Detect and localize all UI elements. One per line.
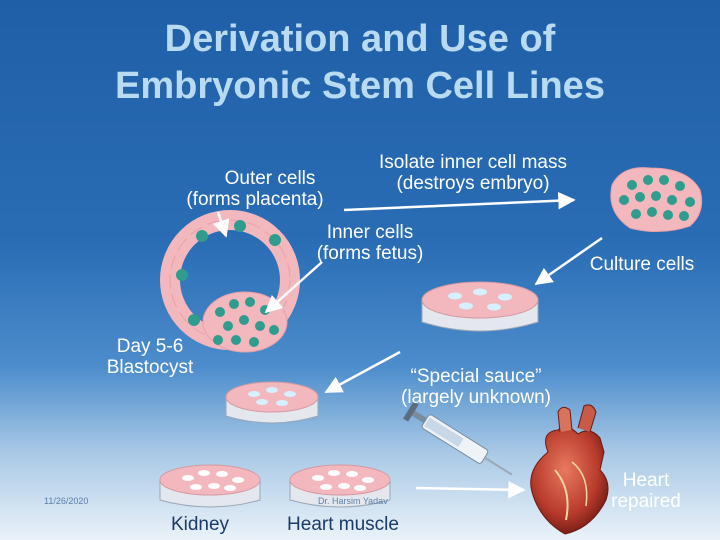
culture-dish-left — [225, 381, 319, 424]
culture-cells-text: Culture cells — [589, 254, 695, 275]
page-title: Derivation and Use of Embryonic Stem Cel… — [0, 16, 720, 110]
kidney-label: Kidney — [152, 514, 248, 535]
kidney-text: Kidney — [170, 514, 230, 535]
heart-repaired-label: Heart repaired — [596, 470, 696, 512]
outer-cells-label: Outer cells (forms placenta) — [160, 168, 350, 210]
outer-cells-text: Outer cells — [224, 168, 316, 189]
arrow-to-inner-mass — [343, 191, 576, 212]
blastocyst-label: Day 5-6 Blastocyst — [86, 336, 214, 378]
arrow-to-left-dish — [324, 350, 401, 394]
culture-dish-middle — [421, 281, 539, 332]
arrow-to-heart — [415, 480, 526, 499]
title-line-2: Embryonic Stem Cell Lines — [115, 65, 605, 107]
isolate-label: Isolate inner cell mass (destroys embryo… — [348, 152, 598, 194]
heart-icon — [530, 404, 609, 535]
inner-cell-mass — [202, 291, 288, 353]
heart-muscle-label: Heart muscle — [266, 514, 420, 535]
blastocyst-day-text: Day 5-6 — [116, 336, 184, 357]
special-sauce-text: “Special sauce” — [410, 366, 542, 387]
inner-cells-text: Inner cells — [326, 222, 414, 243]
culture-cells-label: Culture cells — [572, 254, 712, 275]
isolate-sub: (destroys embryo) — [396, 173, 550, 194]
arrow-outer-cells — [212, 211, 230, 238]
title-line-1: Derivation and Use of — [164, 18, 556, 60]
inner-cells-label: Inner cells (forms fetus) — [296, 222, 444, 264]
arrow-inner-cells — [264, 261, 323, 314]
isolate-text: Isolate inner cell mass — [379, 152, 567, 173]
heart-muscle-dish — [289, 464, 391, 508]
inner-cells-sub: (forms fetus) — [316, 243, 424, 264]
syringe-icon — [403, 401, 513, 476]
arrow-to-culture-dish — [534, 236, 603, 286]
special-sauce-label: “Special sauce” (largely unknown) — [372, 366, 580, 408]
heart-repaired-text: Heart — [622, 470, 670, 491]
heart-muscle-text: Heart muscle — [287, 514, 399, 535]
footer-author: Dr. Harsim Yadav — [318, 496, 388, 506]
footer-date: 11/26/2020 — [44, 496, 89, 506]
outer-cells-sub: (forms placenta) — [186, 189, 324, 210]
cultured-cell-cluster — [610, 167, 703, 232]
blastocyst-text: Blastocyst — [106, 357, 194, 378]
special-sauce-sub: (largely unknown) — [401, 387, 551, 408]
blastocyst-diagram — [160, 210, 300, 353]
heart-repaired-sub: repaired — [611, 491, 681, 512]
kidney-dish — [159, 464, 261, 508]
